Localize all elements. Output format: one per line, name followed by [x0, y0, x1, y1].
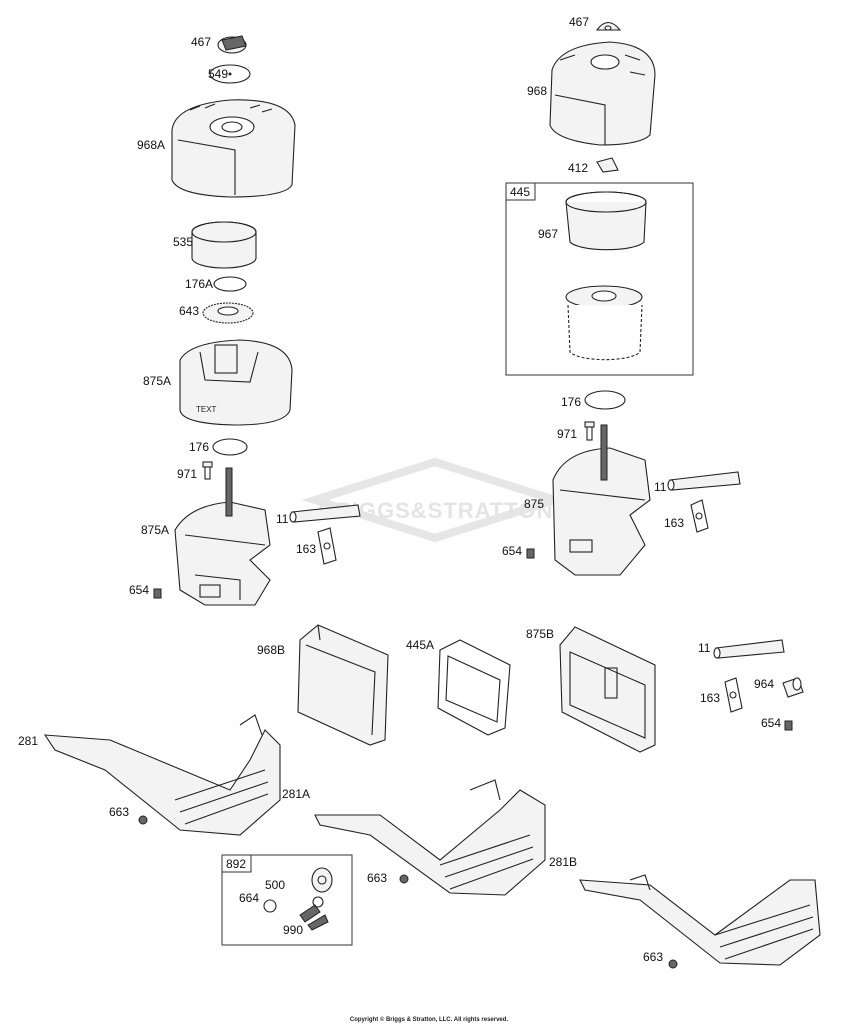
knob-467-right: [595, 21, 622, 31]
label-163-left: 163: [296, 542, 316, 556]
screen-643: [202, 302, 254, 324]
washer-549: [209, 64, 251, 84]
label-663-b: 663: [367, 871, 387, 885]
label-467-left: 467: [191, 35, 211, 49]
label-11-left: 11: [276, 512, 289, 526]
watermark-logo: BRIGGS&STRATTON: [301, 457, 569, 543]
label-176-left: 176: [189, 440, 209, 454]
nut-654-right: [526, 548, 535, 559]
cover-968B: [297, 624, 389, 746]
bracket-281A: [314, 779, 546, 896]
label-968: 968: [527, 84, 547, 98]
base-875A-upper: TEXT: [179, 339, 293, 426]
base-875: [552, 424, 651, 576]
gasket-163-left: [317, 527, 337, 565]
base-875B: [559, 626, 656, 753]
label-445A: 445A: [406, 638, 434, 652]
gasket-163-bottom: [724, 677, 743, 713]
label-968B: 968B: [257, 643, 285, 657]
label-445: 445: [510, 185, 530, 199]
label-535: 535: [173, 235, 193, 249]
switch-500: [311, 867, 333, 893]
plug-964: [782, 677, 804, 698]
tube-11-bottom: [713, 639, 785, 659]
copyright-text: Copyright © Briggs & Stratton, LLC. All …: [350, 1016, 509, 1023]
label-11-bottom: 11: [698, 641, 711, 655]
label-892: 892: [226, 857, 246, 871]
label-467-right: 467: [569, 15, 589, 29]
label-281B: 281B: [549, 855, 577, 869]
label-990: 990: [283, 923, 303, 937]
label-964: 964: [754, 677, 774, 691]
kit-box-892-tag: [221, 854, 252, 873]
gasket-163-right: [690, 499, 709, 533]
label-967: 967: [538, 227, 558, 241]
knob-467-left: [217, 35, 247, 54]
bracket-281: [43, 714, 281, 836]
screw-971-left: [202, 461, 213, 480]
bolt-663-c: [668, 959, 678, 969]
label-643: 643: [179, 304, 199, 318]
nut-664: [263, 899, 277, 913]
label-654-right: 654: [502, 544, 522, 558]
svg-text:TEXT: TEXT: [196, 405, 217, 414]
screw-971-right: [584, 421, 595, 441]
bolt-663-a: [138, 815, 148, 825]
label-875A-top: 875A: [143, 374, 171, 388]
nut-654-bottom: [784, 720, 793, 731]
label-163-bottom: 163: [700, 691, 720, 705]
label-281A: 281A: [282, 787, 310, 801]
label-11-right: 11: [654, 480, 667, 494]
label-176A: 176A: [185, 277, 213, 291]
clip-412: [596, 157, 619, 173]
label-176-right: 176: [561, 395, 581, 409]
label-663-a: 663: [109, 805, 129, 819]
label-281: 281: [18, 734, 38, 748]
label-971-right: 971: [557, 427, 577, 441]
label-163-right: 163: [664, 516, 684, 530]
cover-968A: [171, 99, 296, 198]
kit-box-445: [505, 182, 694, 376]
tube-11-left: [289, 504, 361, 523]
label-664: 664: [239, 891, 259, 905]
kit-box-445-tag: [505, 182, 536, 201]
air-filter-element: [565, 285, 643, 361]
kit-box-892: [221, 854, 353, 946]
cover-968: [549, 41, 656, 146]
label-875A-bottom: 875A: [141, 523, 169, 537]
ring-176A: [213, 276, 247, 292]
base-875A-lower: [174, 467, 271, 606]
filter-445A: [437, 639, 511, 736]
label-500: 500: [265, 878, 285, 892]
bracket-281B: [579, 874, 821, 966]
label-549: 549: [208, 67, 228, 81]
ring-176-right: [584, 390, 626, 410]
label-412: 412: [568, 161, 588, 175]
label-654-left: 654: [129, 583, 149, 597]
ring-176-left: [212, 438, 248, 456]
label-663-c: 663: [643, 950, 663, 964]
tube-11-right: [667, 471, 741, 491]
nut-654-left: [153, 588, 162, 599]
label-875: 875: [524, 497, 544, 511]
label-875B: 875B: [526, 627, 554, 641]
keys-990: [299, 896, 329, 931]
foam-535: [191, 221, 257, 269]
label-968A: 968A: [137, 138, 165, 152]
label-654-bottom: 654: [761, 716, 781, 730]
label-971-left: 971: [177, 467, 197, 481]
precleaner-967: [565, 191, 647, 251]
bolt-663-b: [399, 874, 409, 884]
